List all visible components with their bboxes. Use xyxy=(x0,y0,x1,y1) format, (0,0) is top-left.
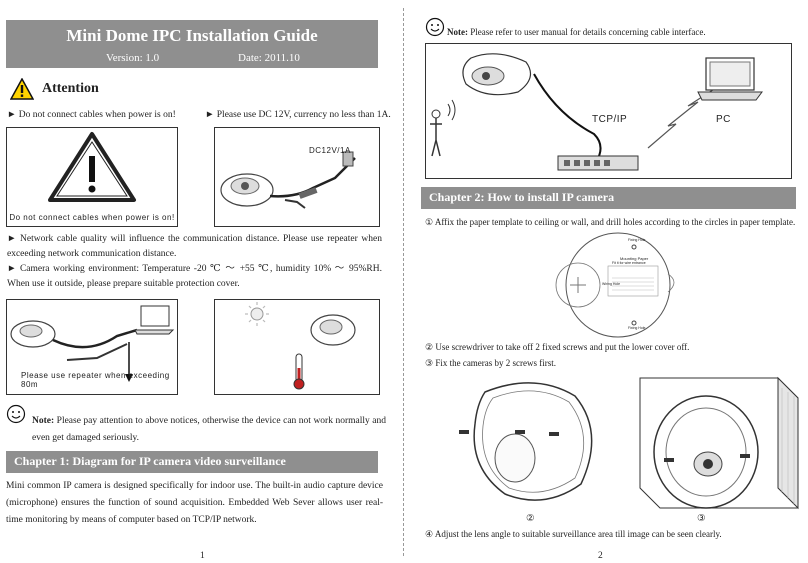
dome-cover-icon xyxy=(459,382,593,501)
page2-note-text: Please refer to user manual for details … xyxy=(468,27,706,37)
template-wiring-hole: Wiring Hole xyxy=(602,282,621,286)
figure-fix-camera xyxy=(630,368,800,514)
warning-triangle-icon xyxy=(10,78,34,100)
page1-title-bar: Mini Dome IPC Installation Guide Version… xyxy=(6,20,378,68)
step4-text: ④ Adjust the lens angle to suitable surv… xyxy=(425,529,722,539)
template-fixing-hole-bottom: Fixing Hole xyxy=(628,326,646,330)
page2-number: 2 xyxy=(598,551,603,561)
warning-image-caption: Do not connect cables when power is on! xyxy=(9,213,175,222)
chapter1-body: Mini common IP camera is designed specif… xyxy=(6,481,383,525)
attention-heading: Attention xyxy=(10,77,99,101)
template-title: Mounting Paper xyxy=(620,256,649,261)
camera-laptop-cable-icon xyxy=(10,305,175,382)
page1-title: Mini Dome IPC Installation Guide xyxy=(66,26,318,45)
smiley-icon xyxy=(425,17,445,37)
power-adapter-image-box: DC12V/1A xyxy=(214,127,380,227)
figure-remove-cover xyxy=(455,372,615,512)
chapter1-bar: Chapter 1: Diagram for IP camera video s… xyxy=(6,451,378,473)
environment-image-box xyxy=(214,299,380,395)
warning-sign-icon xyxy=(48,132,136,202)
date-label: Date: 2011.10 xyxy=(238,52,300,64)
attention-title: Attention xyxy=(42,81,99,96)
chapter1-title: Chapter 1: Diagram for IP camera video s… xyxy=(14,454,286,468)
camera-with-adapter-icon xyxy=(220,151,356,209)
network-diagram-box: TCP/IP PC xyxy=(425,43,792,179)
step2-text: ② Use screwdriver to take off 2 fixed sc… xyxy=(425,342,690,352)
page2-note-label: Note: xyxy=(447,27,468,37)
step1-text: ① Affix the paper template to ceiling or… xyxy=(425,217,796,227)
smiley-icon xyxy=(6,404,26,424)
step3-text: ③ Fix the cameras by 2 screws first. xyxy=(425,358,557,368)
chapter2-bar: Chapter 2: How to install IP camera xyxy=(421,187,796,209)
tcpip-label: TCP/IP xyxy=(592,114,628,125)
template-subtitle: Fit it for wire entrance xyxy=(612,261,646,265)
wall-mount-icon xyxy=(639,376,799,510)
environment-note: ► Camera working environment: Temperatur… xyxy=(7,264,382,289)
note-label: Note: xyxy=(32,416,55,426)
warning-image-box: Do not connect cables when power is on! xyxy=(6,127,178,227)
page1-number: 1 xyxy=(200,551,205,561)
mounting-template: Mounting Paper Fit it for wire entrance … xyxy=(548,230,688,340)
mounting-paper-icon xyxy=(555,232,675,338)
figure3-label: ③ xyxy=(697,514,706,524)
sun-thermometer-icon xyxy=(245,302,356,390)
template-fixing-hole-top: Fixing Hole xyxy=(628,238,646,242)
figure2-label: ② xyxy=(526,514,535,524)
warning-dc12v: ► Please use DC 12V, currency no less th… xyxy=(205,110,391,120)
dc12v-label: DC12V/1A xyxy=(309,146,351,155)
network-diagram xyxy=(430,53,763,171)
page2-note: Note: Please refer to user manual for de… xyxy=(425,17,706,37)
repeater-image-box: Please use repeater when exceeding 80m xyxy=(6,299,178,395)
page1-note: Note: Please pay attention to above noti… xyxy=(6,404,386,447)
version-label: Version: 1.0 xyxy=(106,52,160,64)
pc-label: PC xyxy=(716,114,731,125)
page-divider xyxy=(403,8,405,556)
network-cable-note: ► Network cable quality will influence t… xyxy=(7,234,382,259)
chapter2-title: Chapter 2: How to install IP camera xyxy=(429,190,615,204)
repeater-caption: Please use repeater when exceeding 80m xyxy=(21,371,170,389)
warning-power-on: ► Do not connect cables when power is on… xyxy=(7,110,176,120)
note-text: Please pay attention to above notices, o… xyxy=(32,416,386,443)
